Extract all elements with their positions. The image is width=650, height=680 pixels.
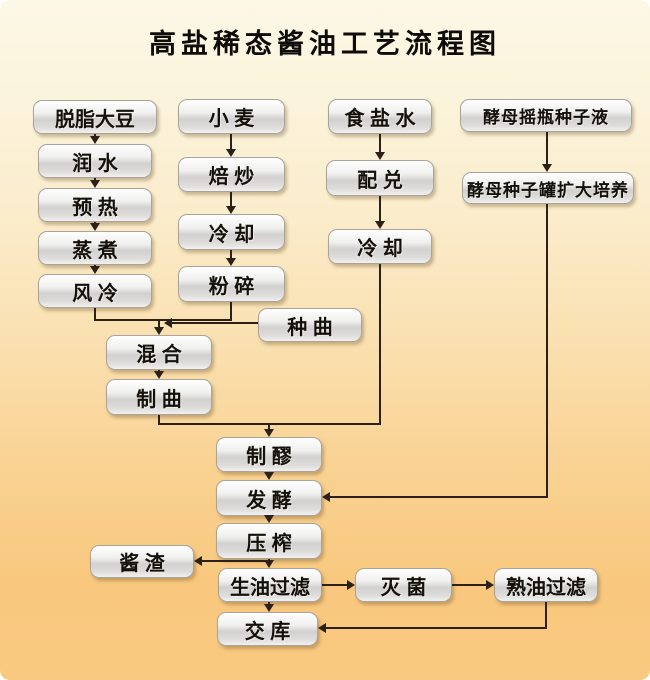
- node-warehousing: 交 库: [217, 612, 318, 646]
- arrowhead-down-icon: [264, 560, 274, 568]
- flow-line: [94, 308, 96, 321]
- flow-line: [379, 196, 381, 222]
- node-sterilization: 灭 菌: [355, 568, 452, 602]
- flow-line: [230, 302, 232, 320]
- flow-line: [330, 496, 548, 498]
- node-mash-making: 制 醪: [216, 437, 322, 472]
- node-cool-wheat: 冷 却: [178, 214, 285, 250]
- flow-line: [172, 322, 258, 324]
- flow-line: [452, 584, 486, 586]
- node-blend: 配 兑: [326, 160, 434, 196]
- flow-line: [546, 132, 548, 165]
- arrowhead-down-icon: [375, 152, 385, 160]
- node-yeast-tank-culture: 酵母种子罐扩大培养: [462, 172, 634, 204]
- flow-line: [322, 584, 347, 586]
- arrowhead-down-icon: [226, 258, 236, 266]
- flow-line: [94, 319, 232, 321]
- node-raw-oil-filtration: 生油过滤: [218, 568, 322, 602]
- arrowhead-down-icon: [226, 149, 236, 157]
- flow-line: [158, 415, 160, 425]
- node-preheat: 预 热: [38, 188, 152, 222]
- arrowhead-down-icon: [90, 223, 100, 231]
- flow-line: [546, 204, 548, 498]
- arrowhead-down-icon: [375, 221, 385, 229]
- flow-line: [230, 134, 232, 150]
- arrowhead-left-icon: [318, 623, 326, 633]
- node-brine: 食 盐 水: [328, 99, 432, 134]
- flow-line: [545, 602, 547, 629]
- arrowhead-down-icon: [90, 136, 100, 144]
- node-seed-koji: 种 曲: [258, 308, 362, 342]
- arrowhead-down-icon: [90, 180, 100, 188]
- node-pressing: 压 榨: [216, 523, 322, 559]
- flow-line: [230, 250, 232, 259]
- node-air-cool: 风 冷: [38, 274, 152, 308]
- flow-line: [158, 319, 160, 328]
- node-cooked-oil-filtration: 熟油过滤: [494, 568, 598, 602]
- arrowhead-down-icon: [154, 327, 164, 335]
- arrowhead-down-icon: [264, 429, 274, 437]
- arrowhead-left-icon: [322, 492, 330, 502]
- node-moisten: 润 水: [38, 144, 152, 178]
- arrowhead-down-icon: [154, 371, 164, 379]
- arrowhead-down-icon: [226, 206, 236, 214]
- arrowhead-down-icon: [264, 515, 274, 523]
- arrowhead-right-icon: [347, 580, 355, 590]
- node-roast: 焙 炒: [178, 157, 285, 192]
- arrowhead-left-icon: [194, 556, 202, 566]
- arrowhead-down-icon: [264, 604, 274, 612]
- arrowhead-down-icon: [264, 472, 274, 480]
- node-defatted-soybean: 脱脂大豆: [33, 100, 157, 134]
- node-fermentation: 发 酵: [216, 480, 322, 516]
- node-yeast-flask-seed: 酵母摇瓶种子液: [460, 99, 632, 132]
- flow-line: [379, 264, 381, 425]
- flow-line: [268, 602, 270, 605]
- node-mix: 混 合: [106, 335, 212, 370]
- arrowhead-down-icon: [542, 164, 552, 172]
- flow-line: [230, 192, 232, 207]
- node-crush: 粉 碎: [178, 266, 285, 302]
- arrowhead-down-icon: [90, 266, 100, 274]
- flow-line: [326, 627, 547, 629]
- node-steam: 蒸 煮: [38, 231, 152, 265]
- flow-line: [268, 423, 270, 430]
- flow-line: [379, 134, 381, 153]
- node-koji-making: 制 曲: [106, 379, 212, 415]
- arrowhead-right-icon: [486, 580, 494, 590]
- node-wheat: 小 麦: [178, 99, 285, 134]
- diagram-title: 高盐稀态酱油工艺流程图: [149, 29, 501, 59]
- node-cool-brine: 冷 却: [328, 229, 432, 264]
- arrowhead-left-icon: [164, 318, 172, 328]
- node-sauce-residue: 酱 渣: [90, 545, 194, 578]
- flow-line: [202, 560, 269, 562]
